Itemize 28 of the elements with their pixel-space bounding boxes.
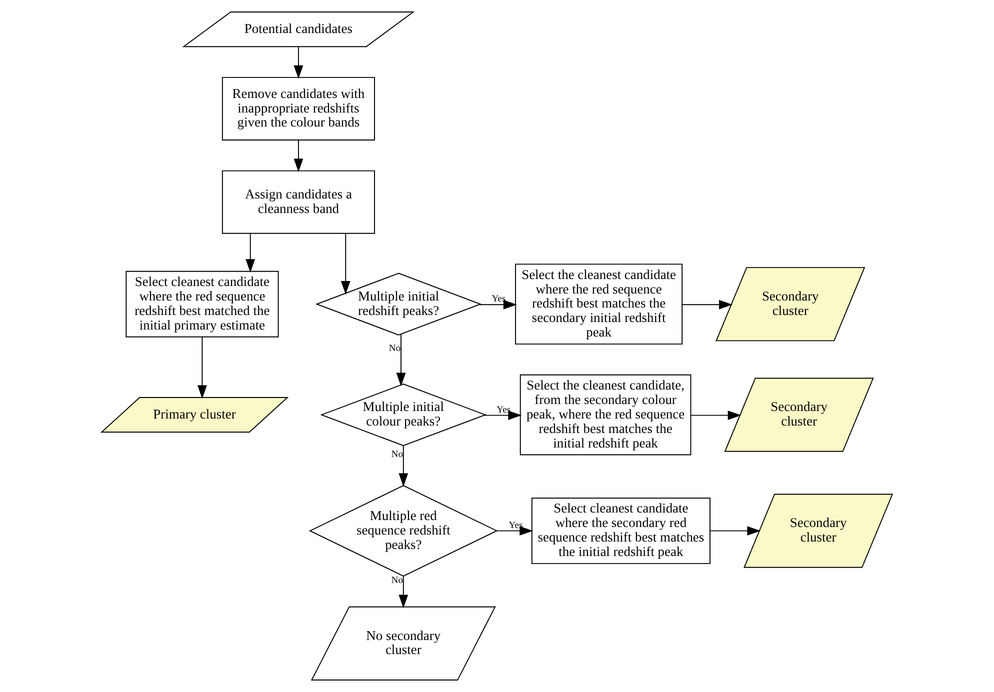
node-box: Select the cleanest candidate, from the secondary colour peak, where the red sequence redshift best matches the initial redshift peak	[520, 374, 692, 456]
arrow	[246, 233, 256, 273]
arrow	[478, 300, 517, 310]
arrow	[340, 233, 350, 295]
arrow	[682, 300, 733, 310]
node-diamond: Multiple initial redshift peaks?	[315, 272, 482, 336]
edge-label: No	[391, 448, 404, 460]
node-box: Remove candidates with inappropriate redshifts given the colour bands	[222, 76, 375, 140]
arrow	[294, 140, 304, 172]
arrow	[294, 46, 304, 79]
arrow	[396, 334, 406, 386]
edge-label: Yes	[492, 294, 506, 305]
node-box: Select cleanest candidate where the red sequence redshift best matched the initial primary estimate	[126, 270, 279, 338]
arrow	[496, 526, 534, 536]
arrow	[197, 336, 207, 399]
node-box: Assign candidates a cleanness band	[222, 170, 375, 234]
arrow	[398, 576, 408, 608]
arrow	[710, 526, 761, 536]
arrow	[398, 445, 408, 487]
node-box: Select cleanest candidate where the secondary red sequence redshift best matches the initial redshift peak	[531, 498, 710, 564]
arrow	[690, 410, 742, 420]
edge-label: No	[391, 574, 404, 586]
node-diamond: Multiple initial colour peaks?	[320, 384, 487, 446]
arrow	[484, 410, 522, 420]
edge-label: Yes	[496, 404, 511, 416]
node-diamond: Multiple red sequence redshift peaks?	[308, 485, 498, 577]
edge-label: No	[388, 342, 401, 354]
node-box: Select the cleanest candidate where the red sequence redshift best matches the secondary initial redshift peak	[515, 264, 683, 345]
